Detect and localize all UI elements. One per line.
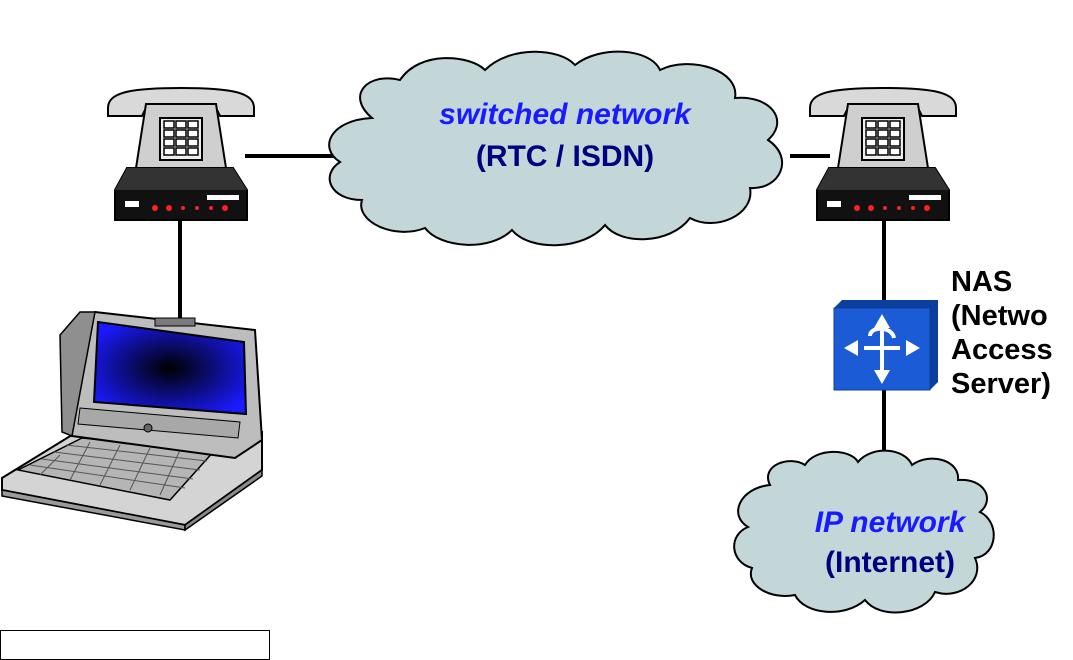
network-diagram: switched network (RTC / ISDN) IP network…: [0, 50, 1053, 660]
switched-network-cloud: [328, 50, 783, 247]
connection-lines: [178, 154, 886, 470]
router-icon: [833, 300, 938, 391]
telephone-icon: [107, 86, 255, 169]
modem-icon: [114, 167, 248, 221]
nas-label-line: Access: [951, 334, 1053, 366]
modem-icon: [816, 167, 950, 221]
nas-label-line: Server): [951, 368, 1051, 400]
laptop-icon: [1, 310, 264, 532]
nas-label-line: (Netwo: [951, 300, 1048, 332]
nas-label: NAS (Netwo Access Server): [951, 265, 1053, 401]
nas-label-line: NAS: [951, 266, 1013, 298]
ip-network-cloud: [733, 449, 995, 614]
telephone-icon: [809, 86, 957, 169]
caption-box: [0, 630, 270, 660]
ip-network-subtitle: (Internet): [825, 546, 955, 579]
switched-network-title: switched network: [439, 98, 691, 131]
ip-network-title: IP network: [814, 506, 966, 539]
switched-network-subtitle: (RTC / ISDN): [475, 140, 655, 173]
